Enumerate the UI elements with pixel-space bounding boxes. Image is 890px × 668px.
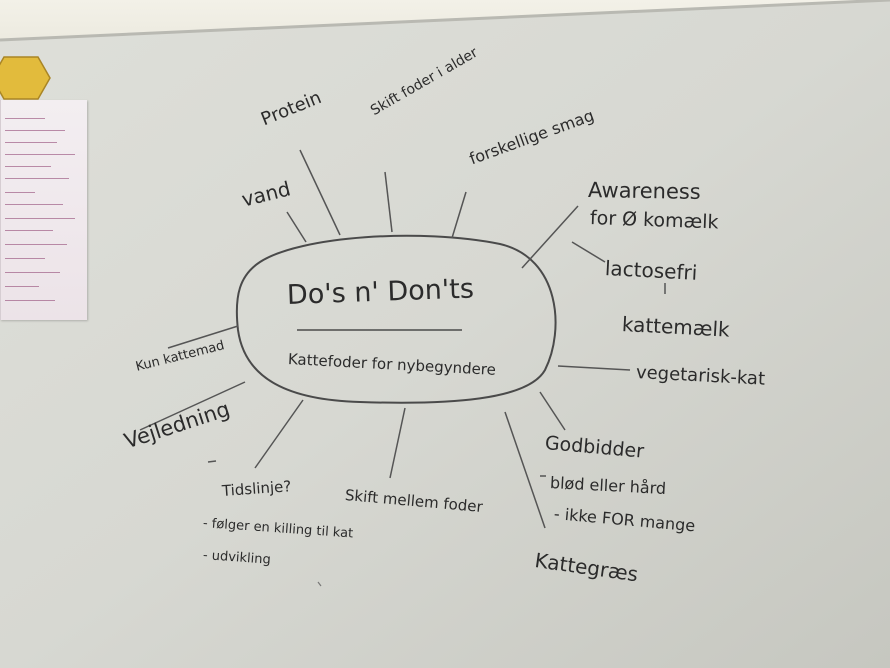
center-title: Do's n' Don'ts <box>286 273 475 311</box>
center-ellipse <box>235 234 557 404</box>
branch-awareness-line1: Awareness <box>587 178 701 204</box>
dash-mark <box>207 460 217 463</box>
whiteboard-frame <box>0 0 890 42</box>
branch-lines <box>139 149 666 529</box>
dash-mark <box>317 581 322 587</box>
pinned-paper-sheet <box>0 100 87 320</box>
hexagon-magnet <box>0 56 51 100</box>
branch-awareness-line2: for Ø komælk <box>589 207 719 234</box>
branch-lactosefri: lactosefri <box>604 256 698 285</box>
